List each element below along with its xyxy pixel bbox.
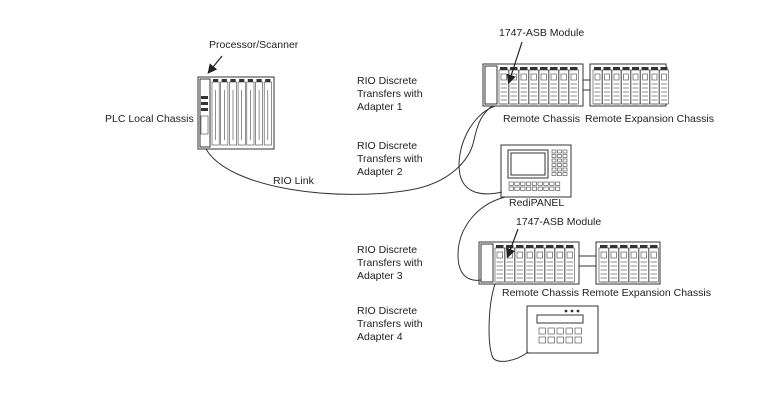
rio-adapter-4-label: RIO Discrete Transfers with Adapter 4 <box>357 305 423 343</box>
remote-expansion-chassis-top-graphic <box>589 63 669 107</box>
rio-adapter-1-label: RIO Discrete Transfers with Adapter 1 <box>357 75 423 113</box>
remote-expansion-chassis-label-bottom: Remote Expansion Chassis <box>582 287 711 299</box>
rio-drop-cable-2 <box>457 196 506 281</box>
remote-expansion-chassis-bottom-graphic <box>595 241 661 285</box>
redipanel-label: RediPANEL <box>509 197 565 209</box>
plc-local-chassis-label: PLC Local Chassis <box>105 113 194 125</box>
remote-chassis-bottom-graphic <box>478 241 580 285</box>
asb-pointer-arrow-top <box>506 41 523 85</box>
remote-chassis-top-graphic <box>482 63 584 107</box>
asb-module-label-top: 1747-ASB Module <box>499 27 585 39</box>
redipanel-graphic <box>500 144 572 198</box>
operator-panel-graphic <box>526 305 599 354</box>
plc-local-chassis <box>197 76 275 150</box>
rio-drop-cable-3 <box>488 283 529 362</box>
processor-scanner-label: Processor/Scanner <box>209 39 299 51</box>
remote-chassis-label-top: Remote Chassis <box>503 113 581 125</box>
rio-adapter-2-label: RIO Discrete Transfers with Adapter 2 <box>357 140 423 178</box>
rio-adapter-3-label: RIO Discrete Transfers with Adapter 3 <box>357 244 423 282</box>
asb-pointer-arrow-bottom <box>505 228 519 259</box>
processor-pointer-arrow <box>207 55 223 74</box>
remote-expansion-chassis-label-top: Remote Expansion Chassis <box>585 113 714 125</box>
rio-link-label: RIO Link <box>273 175 314 187</box>
rio-link-cable <box>205 105 493 195</box>
asb-module-label-bottom: 1747-ASB Module <box>516 216 602 228</box>
remote-chassis-label-bottom: Remote Chassis <box>502 287 580 299</box>
rio-drop-cable-1 <box>458 105 503 195</box>
